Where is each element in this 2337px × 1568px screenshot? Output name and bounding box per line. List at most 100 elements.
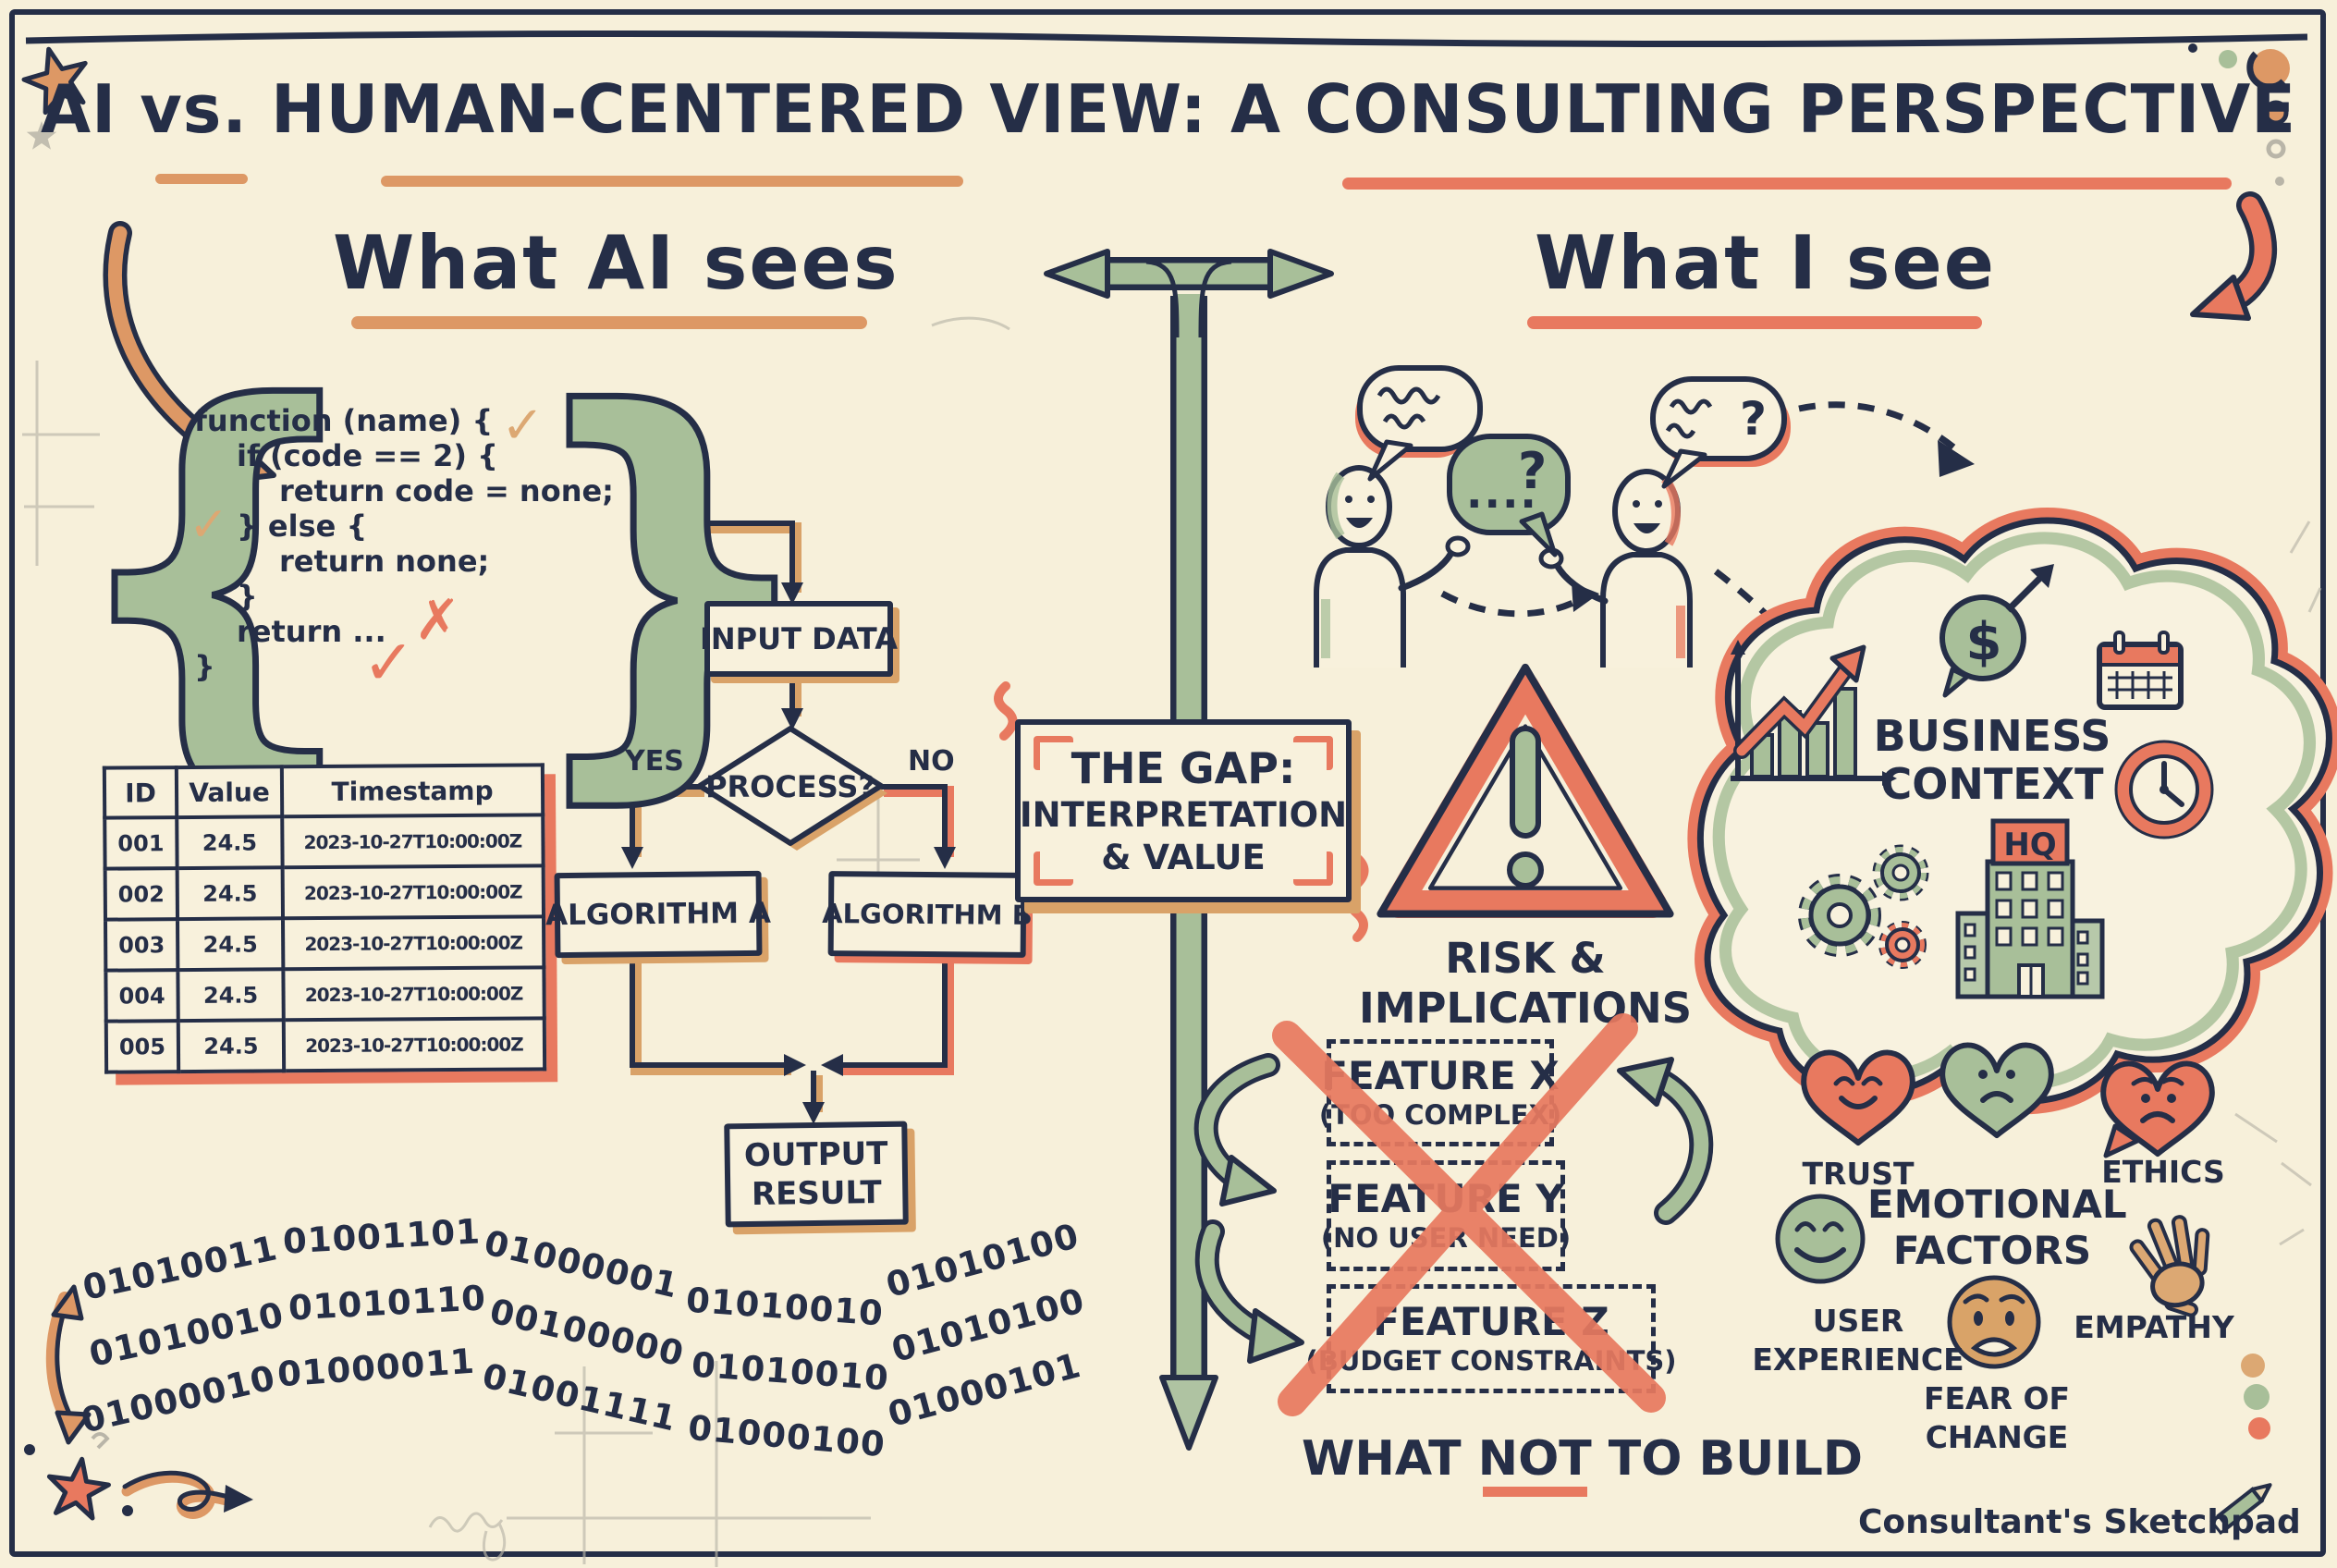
cloud-label: BUSINESS CONTEXT — [1867, 712, 2117, 808]
hq-sign-text: HQ — [2003, 827, 2057, 864]
binary-group: 01000100 — [686, 1407, 887, 1465]
ethics-label: ETHICS — [2101, 1154, 2225, 1190]
table-cell: 2023-10-27T10:00:00Z — [282, 865, 544, 919]
page-title: AI vs. HUMAN-CENTERED VIEW: A CONSULTING… — [41, 70, 2296, 148]
code-line: function (name) { — [194, 403, 494, 438]
title-underline — [155, 174, 248, 184]
table-cell: 002 — [104, 868, 178, 920]
flow-output-label: OUTPUT — [743, 1134, 888, 1175]
binary-group: 01000011 — [275, 1341, 477, 1395]
feature-y-name: FEATURE Y — [1328, 1176, 1564, 1221]
feature-x-box: FEATURE X (TOO COMPLEX) — [1319, 1039, 1561, 1146]
code-line: } else { — [237, 508, 368, 544]
binary-group: 01010010 — [684, 1280, 886, 1334]
table-cell: 24.5 — [177, 867, 283, 920]
person-left-body — [1314, 547, 1406, 668]
warning-triangle-icon — [1377, 663, 1674, 918]
gap-line3: & VALUE — [1101, 838, 1266, 877]
table-header: Timestamp — [281, 765, 544, 817]
table-cell: 003 — [105, 919, 178, 971]
check-icon: ✓ — [189, 497, 229, 553]
feature-y-reason: (NO USER NEED) — [1320, 1222, 1572, 1254]
table-cell: 2023-10-27T10:00:00Z — [283, 1018, 545, 1072]
flow-algo-a-label: ALGORITHM A — [544, 896, 772, 933]
binary-group: 01001111 — [478, 1355, 681, 1439]
table-cell: 2023-10-27T10:00:00Z — [282, 815, 544, 868]
person-left-head — [1326, 465, 1392, 548]
what-not-pre: WHAT — [1302, 1431, 1462, 1487]
table-cell: 24.5 — [177, 969, 284, 1022]
flow-algo-a-box: ALGORITHM A — [545, 870, 771, 959]
code-line: return ... — [237, 614, 386, 649]
feature-z-reason: (BUDGET CONSTRAINTS) — [1305, 1345, 1677, 1377]
what-not-not: NOT — [1477, 1431, 1592, 1487]
flow-output-label: RESULT — [751, 1174, 882, 1213]
exclamation-icon — [1510, 726, 1541, 839]
code-line: } — [237, 579, 258, 614]
flow-algo-b-box: ALGORITHM B — [822, 871, 1033, 958]
bubble-question-text: ? — [1740, 392, 1768, 446]
loop-arrow-icon — [121, 1470, 253, 1519]
what-not-post: TO BUILD — [1608, 1431, 1864, 1487]
flow-input-label: INPUT DATA — [699, 621, 899, 656]
code-line: if (code == 2) { — [237, 438, 498, 473]
red-star-icon — [46, 1456, 111, 1521]
feature-x-reason: (TOO COMPLEX) — [1318, 1099, 1562, 1131]
cloud-line1: BUSINESS — [1873, 711, 2111, 761]
dashed-arrowhead — [1572, 582, 1599, 612]
flow-output-box: OUTPUT RESULT — [724, 1121, 909, 1228]
sad-heart-icon — [1939, 1042, 2054, 1138]
risk-line2: IMPLICATIONS — [1358, 984, 1693, 1033]
user-experience-label: USER EXPERIENCE — [1752, 1303, 1964, 1378]
code-line: return code = none; — [279, 473, 614, 508]
person-right-head — [1612, 469, 1681, 554]
dashed-arrowhead — [1938, 440, 1975, 477]
risk-label: RISK & IMPLICATIONS — [1340, 934, 1710, 1034]
corner-bracket-icon — [1034, 851, 1073, 886]
table-cell: 2023-10-27T10:00:00Z — [282, 916, 544, 970]
gap-title: THE GAP: — [1071, 743, 1296, 793]
credit-label: Consultant's Sketchpad — [1858, 1503, 2301, 1541]
person-right-body — [1600, 552, 1693, 668]
dot — [24, 1444, 35, 1455]
code-line: return none; — [279, 544, 490, 579]
table-cell: 24.5 — [177, 1020, 285, 1072]
cloud-line2: CONTEXT — [1880, 759, 2104, 809]
left-heading: What AI sees — [333, 220, 899, 306]
title-underline — [1342, 178, 2232, 190]
table-cell: 2023-10-27T10:00:00Z — [283, 967, 544, 1021]
table-cell: 24.5 — [177, 816, 283, 869]
title-underline — [381, 176, 963, 187]
feature-z-name: FEATURE Z — [1373, 1299, 1609, 1344]
check-icon: ✓ — [501, 396, 544, 456]
empathy-label: EMPATHY — [2074, 1309, 2234, 1345]
feature-x-name: FEATURE X — [1321, 1053, 1560, 1098]
flow-no-label: NO — [908, 745, 955, 778]
binary-group: 01010010 — [690, 1344, 891, 1399]
gap-box: THE GAP: INTERPRETATION & VALUE — [1015, 719, 1352, 902]
table-cell: 004 — [105, 970, 178, 1022]
flow-decision-label: PROCESS? — [705, 769, 875, 804]
ethics-heart-icon — [2100, 1060, 2215, 1158]
curved-arrow-red-icon — [2190, 191, 2278, 321]
fear-of-change-label: FEAR OF CHANGE — [1923, 1380, 2071, 1455]
corner-bracket-icon — [1293, 736, 1333, 770]
trust-label: TRUST — [1802, 1156, 1915, 1192]
gears-icon — [1798, 844, 1929, 969]
what-not-to-build-label: WHAT NOT TO BUILD — [1302, 1431, 1863, 1487]
calendar-icon — [2097, 631, 2184, 710]
speech-bubble-left-icon — [1355, 365, 1483, 482]
binary-group: 01010110 — [288, 1278, 487, 1329]
left-heading-underline — [351, 316, 867, 329]
table-cell: 005 — [105, 1021, 179, 1072]
dashed-arrowhead — [1792, 655, 1821, 686]
risk-line1: RISK & — [1445, 934, 1606, 983]
table-header: ID — [104, 767, 177, 818]
clock-icon — [2114, 740, 2214, 839]
right-heading-underline — [1527, 316, 1982, 329]
